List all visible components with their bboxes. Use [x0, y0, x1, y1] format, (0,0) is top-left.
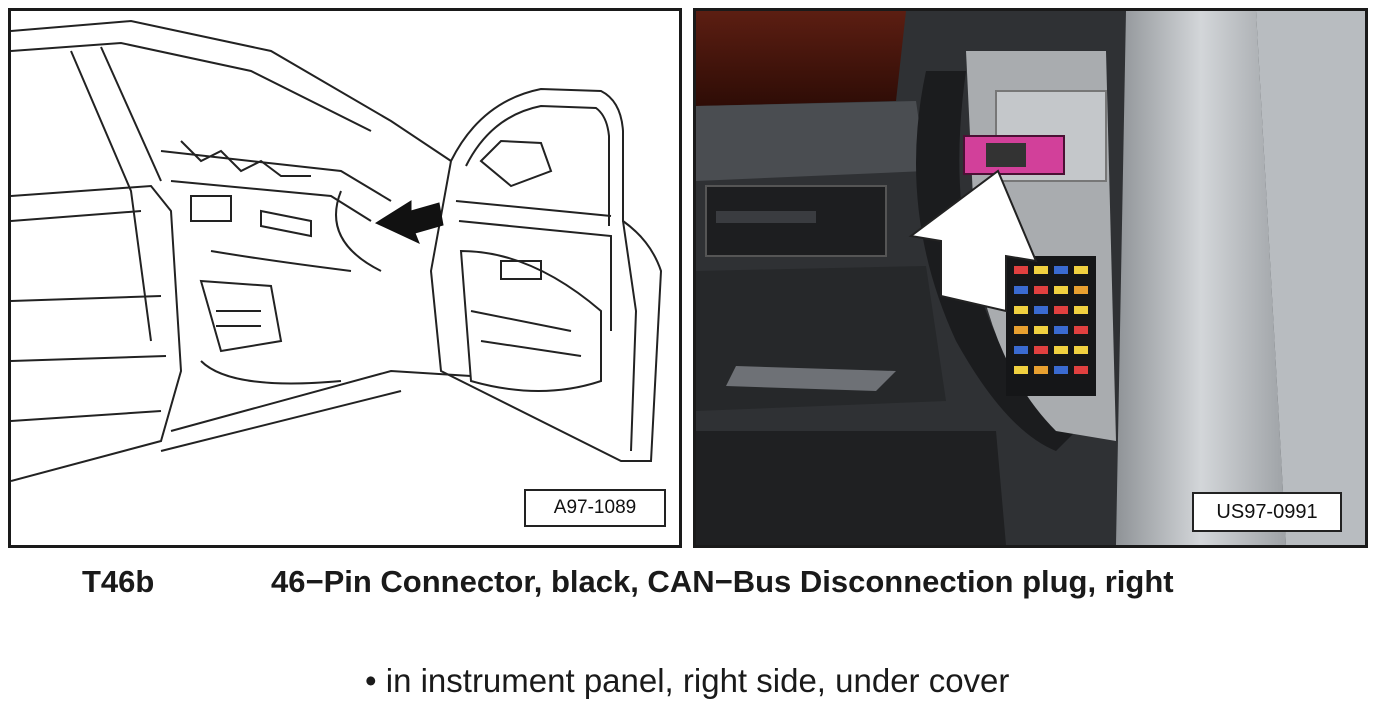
fuse-box-photo-rendering — [696, 11, 1365, 545]
location-arrow — [374, 200, 444, 244]
figure-reference-label: A97-1089 — [524, 489, 666, 527]
figure-reference-label: US97-0991 — [1192, 492, 1342, 532]
bullet-marker: • — [365, 662, 377, 699]
component-code: T46b — [82, 564, 155, 599]
component-title: 46−Pin Connector, black, CAN−Bus Disconn… — [271, 564, 1174, 599]
instrument-panel-photo: US97-0991 — [693, 8, 1368, 548]
location-description: • in instrument panel, right side, under… — [365, 662, 1009, 700]
door-illustration-panel: A97-1089 — [8, 8, 682, 548]
location-text: in instrument panel, right side, under c… — [385, 662, 1010, 699]
location-arrow — [908, 169, 1038, 313]
car-door-line-drawing — [11, 19, 663, 482]
